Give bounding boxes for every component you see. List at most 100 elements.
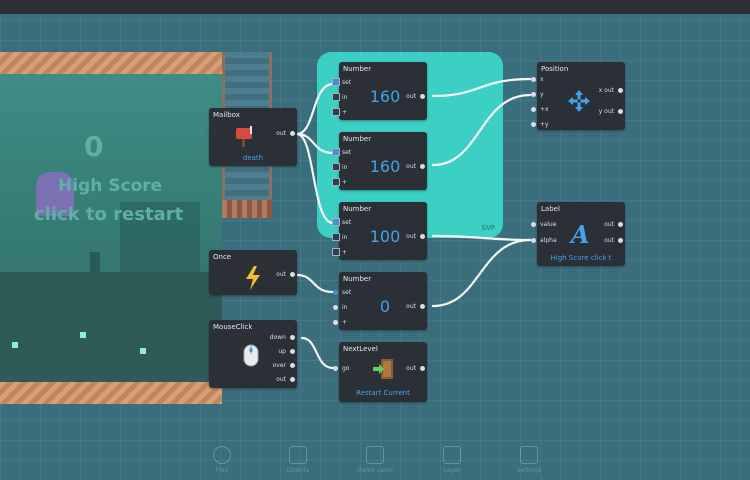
number-value: 100 <box>369 227 401 246</box>
cube-icon <box>289 446 307 464</box>
mailbox-icon <box>234 124 260 152</box>
node-title: Number <box>343 65 372 73</box>
out-port[interactable] <box>420 366 425 371</box>
position-node[interactable]: Position x y +x +y x out y out <box>531 62 625 130</box>
top-bar <box>0 0 750 14</box>
letter-a-icon: A <box>571 220 590 249</box>
value-port[interactable] <box>531 222 536 227</box>
in-port-label: in <box>342 234 348 241</box>
dock-settings-button[interactable]: Settings <box>504 446 554 474</box>
plus-port[interactable] <box>333 320 338 325</box>
plus-port-label: + <box>342 109 348 116</box>
out-port-label: out <box>406 93 416 100</box>
out-port-label: out <box>406 233 416 240</box>
plus-y-port[interactable] <box>531 122 536 127</box>
number-node-3[interactable]: Number set in + 100 out <box>332 202 427 260</box>
up-port[interactable] <box>290 349 295 354</box>
wire-mailbox-number1 <box>295 82 335 136</box>
set-port[interactable] <box>332 148 340 156</box>
out-port[interactable] <box>290 272 295 277</box>
y-out-port-label: y out <box>598 108 614 115</box>
label-value: High Score click t <box>550 254 612 262</box>
restart-text: click to restart <box>34 204 184 225</box>
dock-label: Game Level <box>357 467 393 474</box>
out-port[interactable] <box>290 131 295 136</box>
once-node[interactable]: Once out <box>209 250 297 295</box>
dock-layer-button[interactable]: Layer <box>427 446 477 474</box>
play-icon <box>213 446 231 464</box>
mouse-out-port-label: out <box>276 376 286 383</box>
plus-x-port[interactable] <box>531 107 536 112</box>
move-arrows-icon <box>568 90 590 116</box>
in-port-label: in <box>342 94 348 101</box>
dock-play-button[interactable]: Play <box>197 446 247 474</box>
score-text: 0 <box>84 130 104 163</box>
set-port[interactable] <box>332 218 340 226</box>
dock-label: Play <box>215 467 229 474</box>
plus-port[interactable] <box>332 178 340 186</box>
in-port[interactable] <box>332 163 340 171</box>
dock-objects-button[interactable]: Objects <box>273 446 323 474</box>
window-light <box>12 342 18 348</box>
number-node-1[interactable]: Number set in + 160 out <box>332 62 427 120</box>
node-title: Mailbox <box>213 111 240 119</box>
lightning-icon <box>244 266 262 294</box>
plus-port[interactable] <box>332 248 340 256</box>
out-port[interactable] <box>420 164 425 169</box>
node-title: Label <box>541 205 560 213</box>
out-port-label: out <box>604 221 614 228</box>
mailbox-value: death <box>242 154 264 162</box>
out-port[interactable] <box>618 238 623 243</box>
node-title: Once <box>213 253 232 261</box>
x-out-port[interactable] <box>618 88 623 93</box>
number-node-4[interactable]: Number set in + 0 out <box>333 272 427 330</box>
set-port[interactable] <box>332 78 340 86</box>
mouseclick-node[interactable]: MouseClick down up over out <box>209 320 297 388</box>
wire-number3-label-alpha <box>431 234 532 242</box>
mouse-out-port[interactable] <box>290 377 295 382</box>
wire-number1-position-x <box>431 77 532 98</box>
down-port[interactable] <box>290 335 295 340</box>
set-port-label: set <box>342 149 352 156</box>
node-title: Position <box>541 65 569 73</box>
go-port-label: go <box>342 365 350 372</box>
label-node[interactable]: Label value alpha out out A High Score c… <box>531 202 625 266</box>
image-icon <box>366 446 384 464</box>
down-port-label: down <box>269 334 286 341</box>
dock-game-level-button[interactable]: Game Level <box>350 446 400 474</box>
y-port-label: y <box>540 91 544 98</box>
y-out-port[interactable] <box>618 109 623 114</box>
in-port[interactable] <box>332 233 340 241</box>
set-port[interactable] <box>333 290 338 295</box>
node-title: Number <box>343 205 372 213</box>
out-port[interactable] <box>420 234 425 239</box>
x-out-port-label: x out <box>598 87 614 94</box>
plus-port[interactable] <box>332 108 340 116</box>
over-port[interactable] <box>290 363 295 368</box>
number-node-2[interactable]: Number set in + 160 out <box>332 132 427 190</box>
out-port-label: out <box>406 303 416 310</box>
node-title: Number <box>343 275 372 283</box>
x-port[interactable] <box>531 77 536 82</box>
pillar-base-sprite <box>222 200 272 218</box>
mailbox-node[interactable]: Mailbox out death <box>209 108 297 166</box>
plus-port-label: + <box>342 249 348 256</box>
node-title: NextLevel <box>343 345 378 353</box>
out-port[interactable] <box>420 304 425 309</box>
game-preview[interactable]: 0 High Score click to restart <box>0 52 222 404</box>
number-value: 160 <box>369 87 401 106</box>
in-port[interactable] <box>333 305 338 310</box>
background-buildings <box>0 272 222 382</box>
alpha-port[interactable] <box>531 238 536 243</box>
wire-number2-position-y <box>431 93 532 167</box>
exit-door-icon <box>373 357 395 385</box>
out-port[interactable] <box>618 222 623 227</box>
y-port[interactable] <box>531 92 536 97</box>
in-port[interactable] <box>332 93 340 101</box>
nextlevel-node[interactable]: NextLevel go out Restart Current <box>333 342 427 402</box>
out-port-label: out <box>276 271 286 278</box>
node-title: Number <box>343 135 372 143</box>
go-port[interactable] <box>333 366 338 371</box>
out-port[interactable] <box>420 94 425 99</box>
